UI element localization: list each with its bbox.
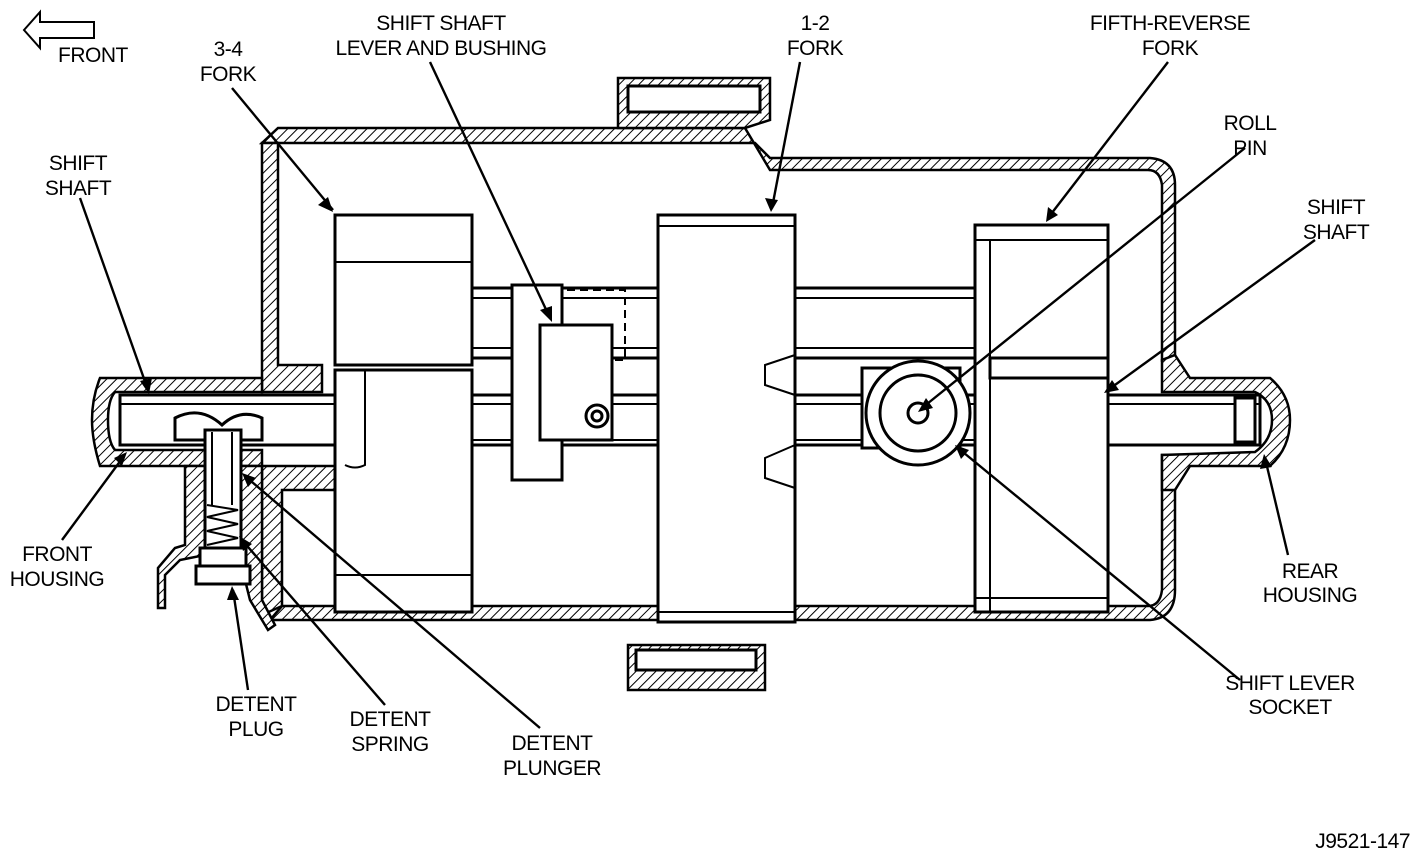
label-line: SHAFT — [45, 177, 112, 200]
label-line: LEVER AND BUSHING — [336, 37, 547, 60]
label-line: PLUNGER — [503, 757, 601, 780]
label-line: SHAFT — [1303, 221, 1370, 244]
label-front-housing: FRONT HOUSING — [10, 543, 105, 591]
label-line: HOUSING — [10, 568, 105, 591]
shift-lever-socket — [860, 359, 972, 467]
label-line: SOCKET — [1248, 696, 1332, 719]
label-fork-3-4: 3-4 FORK — [200, 38, 257, 86]
label-line: 3-4 — [214, 38, 244, 61]
label-shift-shaft-right: SHIFT SHAFT — [1303, 196, 1371, 244]
label-fork-1-2: 1-2 FORK — [787, 12, 844, 60]
label-line: SHIFT SHAFT — [376, 12, 506, 35]
label-shift-shaft-lever: SHIFT SHAFT LEVER AND BUSHING — [336, 12, 547, 60]
label-shift-shaft-left: SHIFT SHAFT — [45, 152, 113, 200]
fork-3-4 — [333, 213, 474, 614]
label-line: PIN — [1233, 137, 1267, 160]
label-roll-pin: ROLL PIN — [1224, 112, 1277, 160]
label-line: SHIFT — [49, 152, 108, 175]
label-fork-fifth-reverse: FIFTH-REVERSE FORK — [1090, 12, 1251, 60]
figure-id: J9521-147 — [1315, 830, 1410, 853]
label-line: DETENT — [512, 732, 594, 755]
label-line: FIFTH-REVERSE — [1090, 12, 1251, 35]
label-rear-housing: REAR HOUSING — [1263, 560, 1358, 607]
label-detent-spring: DETENT SPRING — [350, 708, 432, 756]
shift-lever-and-bushing — [510, 283, 614, 482]
label-line: DETENT — [350, 708, 432, 731]
label-detent-plunger: DETENT PLUNGER — [503, 732, 602, 780]
detent-assembly — [173, 411, 264, 586]
label-line: PLUG — [228, 718, 283, 741]
label-line: HOUSING — [1263, 584, 1358, 607]
label-line: FRONT — [22, 543, 92, 566]
label-line: SHIFT — [1307, 196, 1366, 219]
label-line: SHIFT LEVER — [1225, 672, 1355, 695]
label-line: DETENT — [216, 693, 298, 716]
label-line: FORK — [200, 63, 257, 86]
leader-lines — [61, 61, 1316, 729]
label-line: 1-2 — [801, 12, 830, 35]
shift-housing — [90, 76, 1292, 692]
front-arrow-icon — [22, 9, 95, 51]
label-detent-plug: DETENT PLUG — [216, 693, 298, 741]
label-line: FORK — [1142, 37, 1199, 60]
label-shift-lever-socket: SHIFT LEVER SOCKET — [1225, 672, 1355, 719]
fork-fifth-reverse — [973, 223, 1110, 614]
label-line: REAR — [1282, 560, 1339, 583]
fork-1-2 — [656, 213, 797, 624]
front-indicator-label: FRONT — [58, 44, 128, 67]
label-line: FORK — [787, 37, 844, 60]
label-line: ROLL — [1224, 112, 1277, 135]
label-line: SPRING — [351, 733, 429, 756]
